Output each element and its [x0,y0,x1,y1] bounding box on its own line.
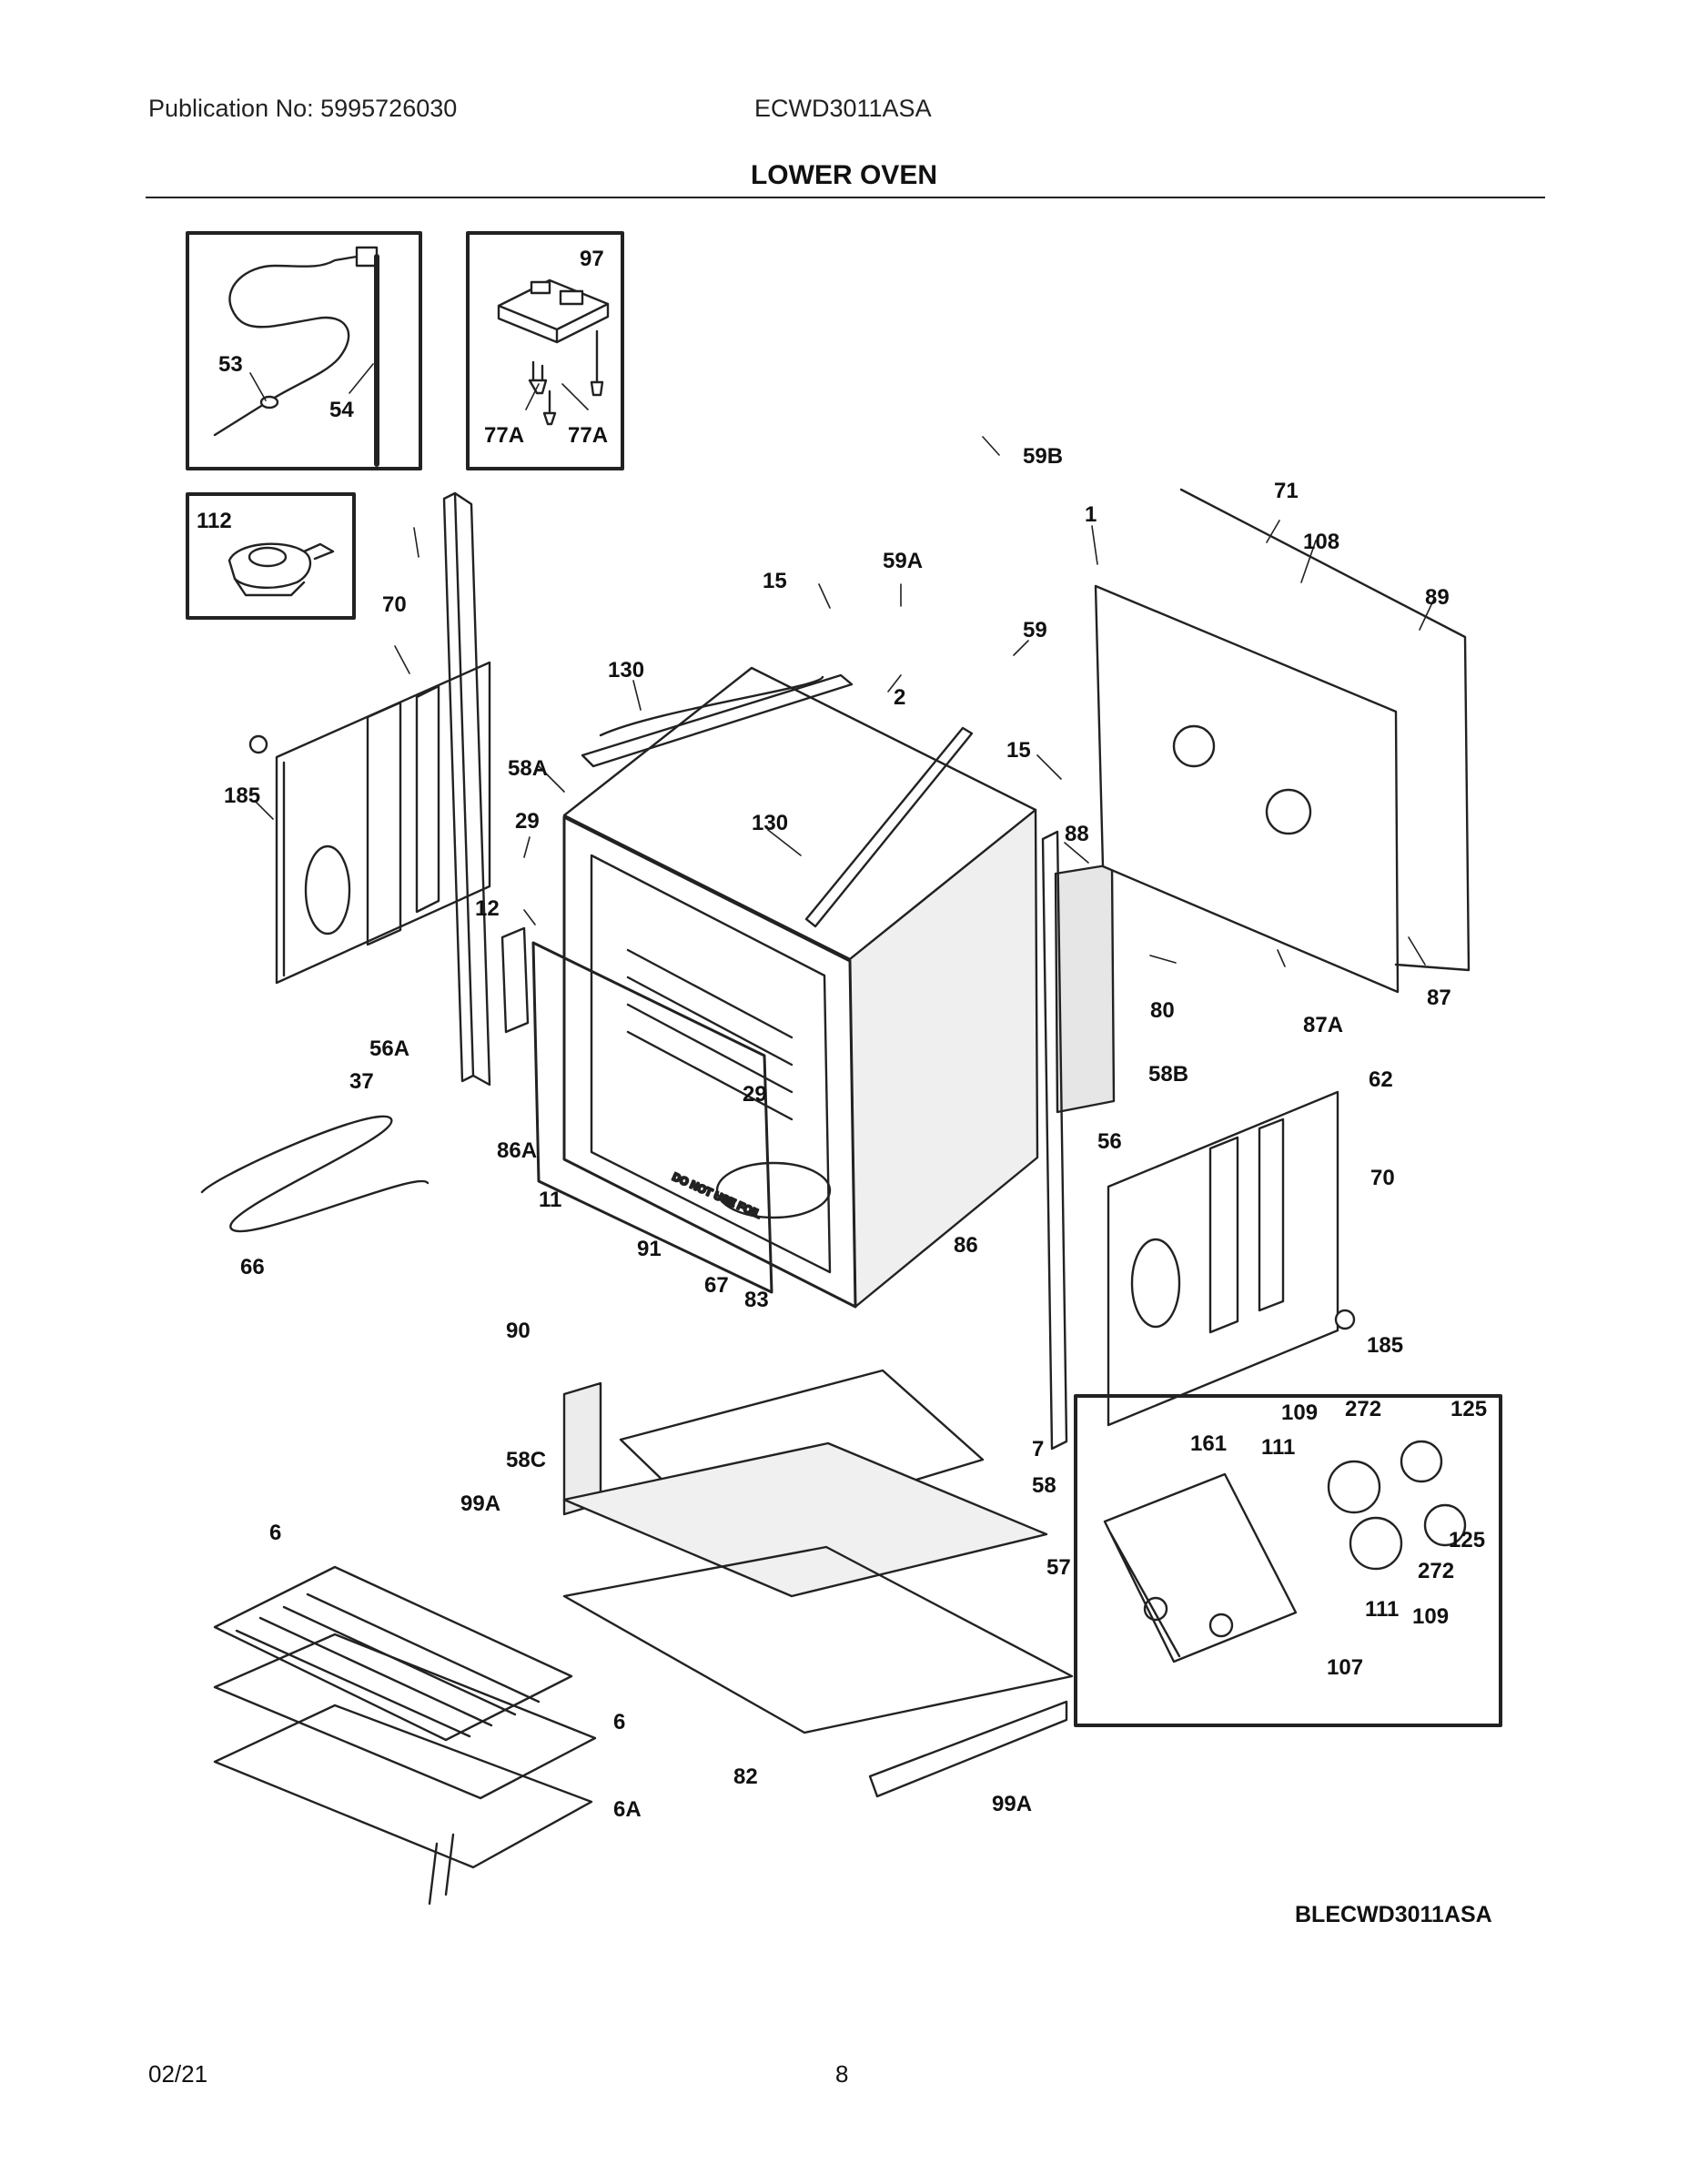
callout-111: 111 [1261,1435,1295,1460]
callout-83: 83 [744,1288,769,1312]
callout-125: 125 [1450,1397,1487,1421]
callout-54: 54 [329,398,354,422]
oven-floor-58 [562,1441,1048,1598]
callout-59B: 59B [1023,444,1063,469]
model-number: ECWD3011ASA [754,95,932,122]
oven-rack-lower [213,1704,593,1869]
callout-6: 6 [613,1710,625,1734]
callout-7: 7 [1032,1437,1044,1461]
callout-53: 53 [218,352,243,377]
callout-161: 161 [1190,1431,1227,1456]
callout-88: 88 [1065,822,1089,846]
bottom-pan [562,1545,1074,1734]
fan-motor-125 [1400,1440,1443,1483]
callout-99A: 99A [992,1792,1032,1816]
left-rail [442,491,491,1087]
callout-130: 130 [608,658,644,682]
callout-6: 6 [269,1521,281,1545]
callout-29: 29 [743,1082,767,1107]
callout-109: 109 [1281,1400,1318,1425]
callout-185: 185 [224,784,260,808]
callout-70: 70 [382,592,407,617]
limiter-drawing [227,542,335,597]
oven-rack-upper [213,1565,573,1742]
callout-56: 56 [1097,1129,1122,1154]
callout-99A: 99A [460,1491,500,1516]
callout-15: 15 [1006,738,1031,763]
callout-56A: 56A [369,1036,409,1061]
callout-97: 97 [580,247,604,271]
right-side-panel [1107,1090,1339,1427]
callout-125: 125 [1449,1528,1485,1552]
callout-111: 111 [1365,1597,1399,1622]
rear-panel [1094,584,1400,994]
callout-29: 29 [515,809,540,834]
callout-67: 67 [704,1273,729,1298]
callout-77A: 77A [484,423,524,448]
callout-86: 86 [954,1233,978,1258]
callout-109: 109 [1412,1604,1449,1629]
callout-2: 2 [894,685,905,710]
footer-date: 02/21 [148,2060,208,2088]
callout-58C: 58C [506,1448,546,1472]
callout-58A: 58A [508,756,548,781]
page-title: LOWER OVEN [750,160,937,190]
inset-board-box [466,231,624,470]
drawing-code: BLECWD3011ASA [1295,1902,1492,1927]
callout-272: 272 [1418,1559,1454,1583]
callout-58: 58 [1032,1473,1056,1498]
callout-70: 70 [1370,1166,1395,1190]
callout-11: 11 [539,1188,561,1212]
callout-107: 107 [1327,1655,1363,1680]
fan-cover-107 [1103,1472,1298,1663]
oven-rack-middle [213,1633,597,1800]
bake-element-left [200,1115,430,1233]
callout-59A: 59A [883,549,923,573]
callout-91: 91 [637,1237,662,1261]
insulation-58B [1054,863,1116,1114]
callout-58B: 58B [1148,1062,1188,1087]
callout-66: 66 [240,1255,265,1279]
inset-limiter-box [186,492,356,620]
callout-77A: 77A [568,423,608,448]
inset-convection-box [1074,1394,1502,1727]
callout-130: 130 [752,811,788,835]
left-side-panel [275,661,491,985]
callout-272: 272 [1345,1397,1381,1421]
title-rule [146,197,1545,198]
top-element-bar [581,673,974,928]
callout-62: 62 [1369,1067,1393,1092]
callout-87: 87 [1427,986,1451,1010]
callout-15: 15 [763,569,787,593]
callout-1: 1 [1085,502,1097,527]
oven-front-frame [562,815,857,1309]
oven-door-gasket [531,941,773,1294]
inset-sensor-box [186,231,422,470]
callout-59: 59 [1023,618,1047,642]
callout-185: 185 [1367,1333,1403,1358]
callout-112: 112 [197,509,232,533]
callout-57: 57 [1046,1555,1071,1580]
callout-87A: 87A [1303,1013,1343,1037]
callout-108: 108 [1303,530,1339,554]
callout-6A: 6A [613,1797,642,1822]
bottom-rail-99A [868,1700,1068,1798]
callout-71: 71 [1274,479,1299,503]
hinge-bracket-left [500,926,530,1034]
fan-blade-109 [1327,1460,1381,1514]
publication-number: Publication No: 5995726030 [148,95,458,122]
callout-89: 89 [1425,585,1450,610]
rear-shield-71 [1179,488,1471,972]
control-board-drawing [497,278,610,344]
callout-37: 37 [349,1069,374,1094]
callout-90: 90 [506,1319,531,1343]
callout-12: 12 [475,896,500,921]
callout-82: 82 [733,1764,758,1789]
callout-86A: 86A [497,1138,537,1163]
page-number: 8 [835,2060,849,2088]
right-rail [1041,830,1068,1451]
callout-80: 80 [1150,998,1175,1023]
